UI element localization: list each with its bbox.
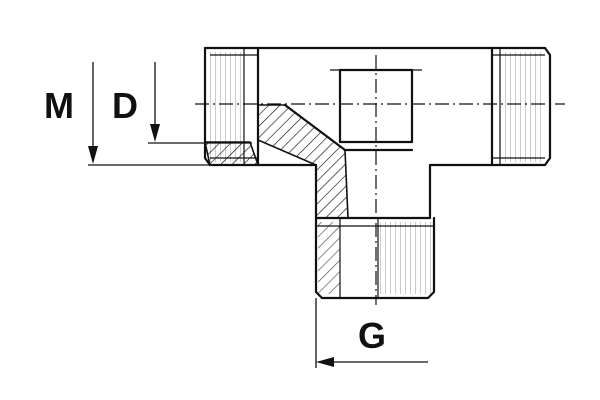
tee-body — [203, 46, 552, 220]
dimension-g — [315, 298, 428, 368]
bottom-spigot — [314, 216, 436, 300]
section-hatch — [204, 103, 414, 219]
label-m: M — [44, 85, 74, 126]
spigot-thread-right — [378, 222, 432, 294]
dimension-d — [148, 62, 252, 144]
centerlines — [195, 55, 565, 305]
right-thread — [500, 52, 545, 162]
top-bore — [330, 68, 422, 144]
dimension-m — [88, 62, 210, 166]
label-d: D — [112, 85, 138, 126]
label-g: G — [358, 315, 386, 356]
spigot-thread-left — [318, 222, 340, 294]
